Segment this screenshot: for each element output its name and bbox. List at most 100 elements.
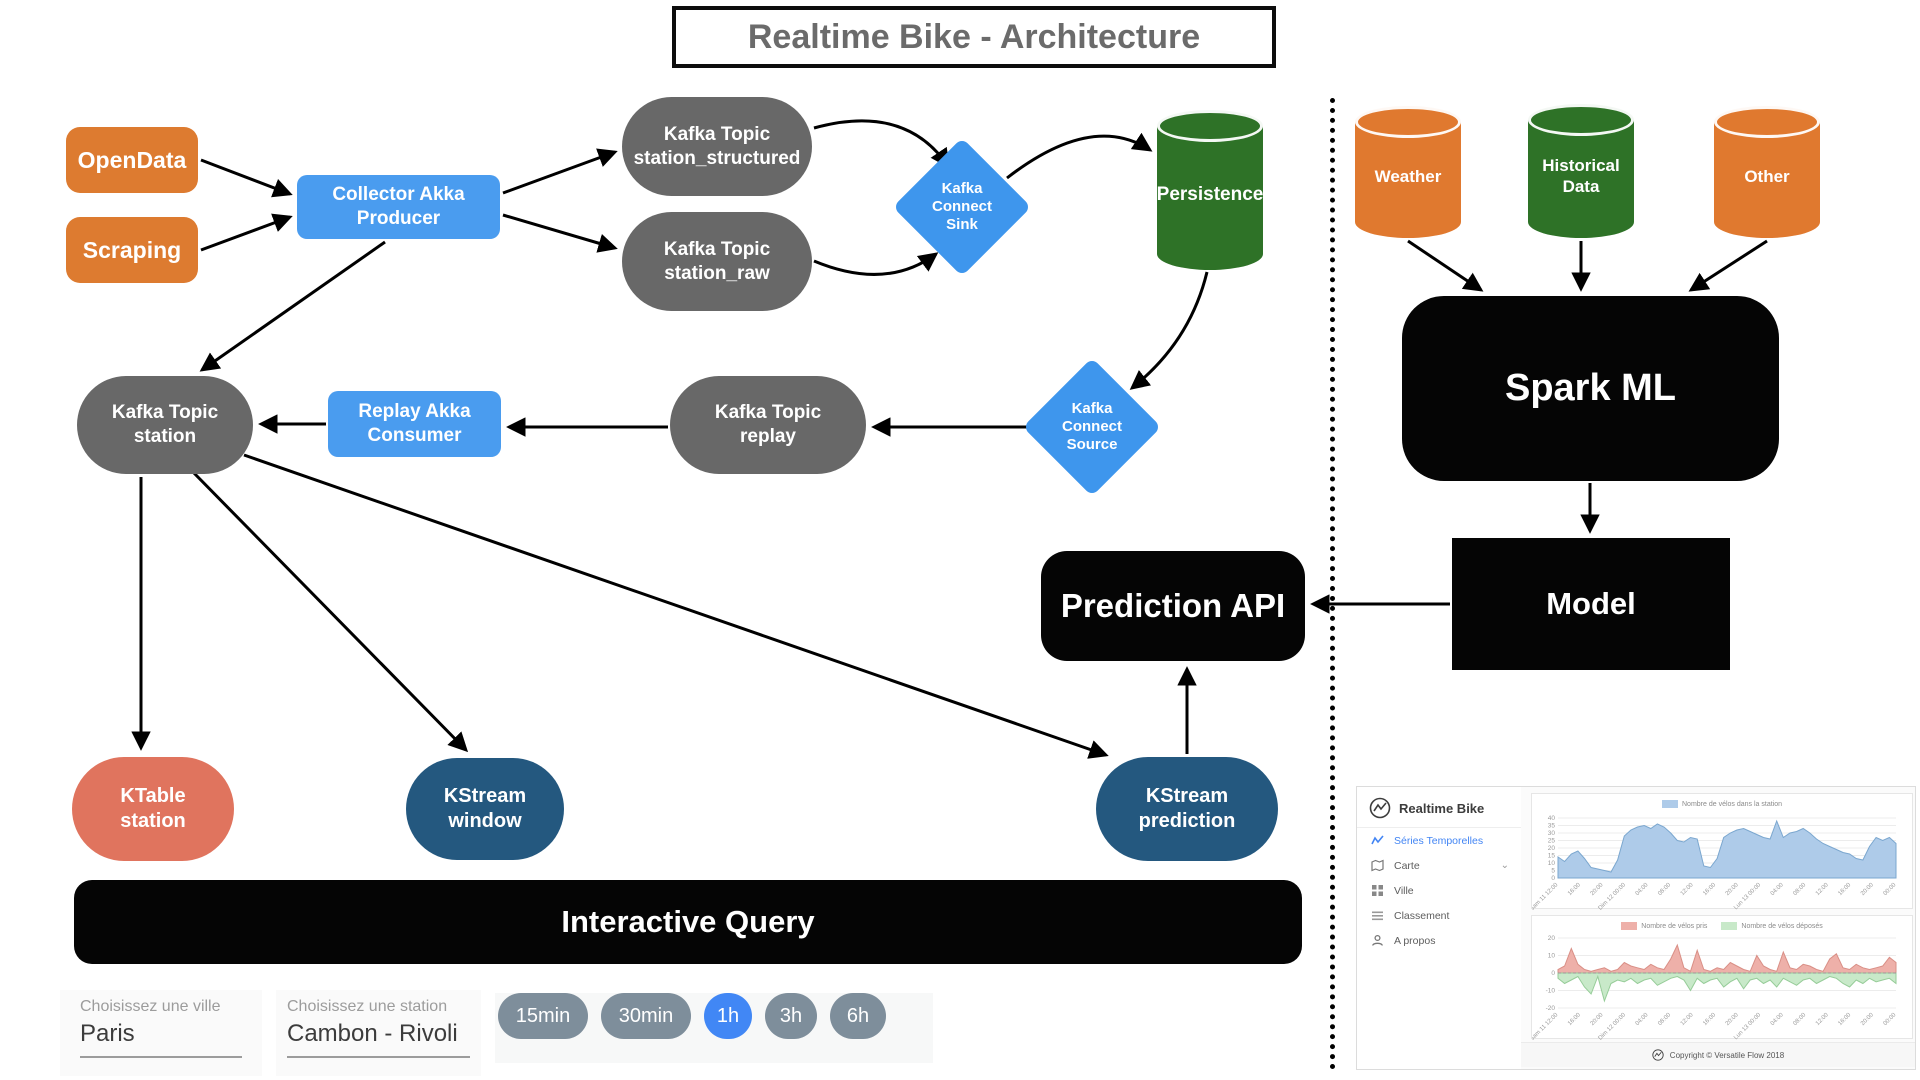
- svg-text:16:00: 16:00: [1702, 882, 1717, 897]
- svg-text:20:00: 20:00: [1860, 882, 1875, 897]
- duration-button-1h[interactable]: 1h: [704, 993, 752, 1039]
- legend-swatch-red: [1621, 922, 1638, 930]
- duration-button-3h[interactable]: 3h: [765, 993, 817, 1039]
- svg-text:15: 15: [1548, 853, 1556, 860]
- node-replay-akka-consumer: Replay Akka Consumer: [328, 391, 501, 457]
- node-weather: Weather: [1355, 106, 1461, 238]
- station-select-value[interactable]: Cambon - Rivoli: [287, 1020, 458, 1047]
- app-logo-icon: [1652, 1049, 1664, 1061]
- svg-text:5: 5: [1551, 868, 1555, 875]
- svg-text:04:00: 04:00: [1635, 882, 1650, 897]
- svg-text:20: 20: [1548, 845, 1556, 852]
- sidebar-item-ville[interactable]: Ville: [1357, 878, 1521, 903]
- legend-swatch-green: [1721, 922, 1738, 930]
- svg-text:20:00: 20:00: [1860, 1012, 1875, 1027]
- svg-text:30: 30: [1548, 830, 1556, 837]
- app-brand: Realtime Bike: [1357, 787, 1521, 828]
- svg-text:16:00: 16:00: [1837, 1012, 1852, 1027]
- node-interactive-query: Interactive Query: [74, 880, 1302, 964]
- svg-text:04:00: 04:00: [1770, 1012, 1785, 1027]
- node-kafka-topic-station: Kafka Topic station: [77, 376, 253, 474]
- city-select-value[interactable]: Paris: [80, 1020, 135, 1047]
- copyright-text: Copyright © Versatile Flow 2018: [1669, 1050, 1785, 1060]
- svg-text:04:00: 04:00: [1635, 1012, 1650, 1027]
- realtime-bike-app-screenshot: Realtime Bike Séries Temporelles Carte ⌄: [1356, 786, 1916, 1070]
- svg-text:12:00: 12:00: [1680, 882, 1695, 897]
- svg-text:Sam 11 12:00: Sam 11 12:00: [1532, 1012, 1560, 1040]
- city-select-label: Choisissez une ville: [80, 998, 221, 1015]
- svg-text:04:00: 04:00: [1770, 882, 1785, 897]
- node-other: Other: [1714, 106, 1820, 238]
- node-kstream-window: KStream window: [406, 758, 564, 860]
- node-kafka-topic-replay: Kafka Topic replay: [670, 376, 866, 474]
- app-sidebar: Realtime Bike Séries Temporelles Carte ⌄: [1357, 787, 1522, 1069]
- svg-text:08:00: 08:00: [1657, 882, 1672, 897]
- svg-text:-10: -10: [1546, 988, 1556, 995]
- svg-text:25: 25: [1548, 838, 1556, 845]
- grid-icon: [1372, 885, 1383, 896]
- svg-text:12:00: 12:00: [1680, 1012, 1695, 1027]
- node-scraping: Scraping: [66, 217, 198, 283]
- chart-legend: Nombre de vélos dans la station: [1532, 794, 1912, 810]
- list-icon: [1372, 911, 1383, 921]
- svg-text:Sam 11 12:00: Sam 11 12:00: [1532, 882, 1560, 910]
- svg-text:35: 35: [1548, 823, 1556, 830]
- city-select-panel[interactable]: Choisissez une ville Paris: [60, 990, 262, 1076]
- field-underline: [80, 1056, 242, 1058]
- node-prediction-api: Prediction API: [1041, 551, 1305, 661]
- diagram-title-box: Realtime Bike - Architecture: [672, 6, 1276, 68]
- svg-text:20:00: 20:00: [1725, 1012, 1740, 1027]
- duration-button-15min[interactable]: 15min: [498, 993, 588, 1039]
- duration-button-30min[interactable]: 30min: [601, 993, 691, 1039]
- svg-text:0: 0: [1551, 970, 1555, 977]
- svg-text:16:00: 16:00: [1567, 882, 1582, 897]
- node-kafka-connect-sink: Kafka Connect Sink: [892, 137, 1032, 277]
- sidebar-item-classement[interactable]: Classement: [1357, 903, 1521, 928]
- svg-text:12:00: 12:00: [1815, 882, 1830, 897]
- person-icon: [1372, 934, 1383, 946]
- line-chart-icon: [1371, 835, 1384, 845]
- svg-text:00:00: 00:00: [1883, 882, 1898, 897]
- chart-legend: Nombre de vélos pris Nombre de vélos dép…: [1532, 916, 1912, 932]
- svg-text:08:00: 08:00: [1792, 882, 1807, 897]
- svg-text:40: 40: [1548, 815, 1556, 822]
- svg-text:12:00: 12:00: [1815, 1012, 1830, 1027]
- bikes-taken-returned-chart-card: Nombre de vélos pris Nombre de vélos dép…: [1529, 915, 1913, 1043]
- node-model: Model: [1452, 538, 1730, 670]
- page-title: Realtime Bike - Architecture: [747, 17, 1201, 56]
- node-kafka-connect-source: Kafka Connect Source: [1022, 357, 1162, 497]
- svg-text:16:00: 16:00: [1702, 1012, 1717, 1027]
- svg-text:10: 10: [1548, 953, 1556, 960]
- sidebar-item-series-temporelles[interactable]: Séries Temporelles: [1357, 828, 1521, 853]
- svg-text:00:00: 00:00: [1883, 1012, 1898, 1027]
- node-collector-akka-producer: Collector Akka Producer: [297, 175, 500, 239]
- svg-text:20:00: 20:00: [1725, 882, 1740, 897]
- duration-button-6h[interactable]: 6h: [830, 993, 886, 1039]
- svg-text:20: 20: [1548, 935, 1556, 942]
- duration-button-group: 15min 30min 1h 3h 6h: [495, 993, 933, 1063]
- svg-text:08:00: 08:00: [1792, 1012, 1807, 1027]
- station-select-panel[interactable]: Choisissez une station Cambon - Rivoli: [276, 990, 481, 1076]
- sidebar-item-carte[interactable]: Carte ⌄: [1357, 853, 1521, 878]
- app-brand-title: Realtime Bike: [1399, 800, 1485, 816]
- node-spark-ml: Spark ML: [1402, 296, 1779, 481]
- legend-swatch-blue: [1662, 800, 1678, 808]
- node-ktable-station: KTable station: [72, 757, 234, 861]
- node-opendata: OpenData: [66, 127, 198, 193]
- svg-text:16:00: 16:00: [1837, 882, 1852, 897]
- svg-text:20:00: 20:00: [1590, 1012, 1605, 1027]
- app-logo-icon: [1369, 797, 1391, 819]
- chevron-down-icon: ⌄: [1500, 860, 1509, 871]
- svg-text:20:00: 20:00: [1590, 882, 1605, 897]
- station-select-label: Choisissez une station: [287, 998, 448, 1015]
- sidebar-item-a-propos[interactable]: A propos: [1357, 928, 1521, 953]
- node-kstream-prediction: KStream prediction: [1096, 757, 1278, 861]
- node-kafka-topic-station-structured: Kafka Topic station_structured: [622, 97, 812, 196]
- field-underline: [287, 1056, 470, 1058]
- map-icon: [1371, 859, 1384, 872]
- svg-text:16:00: 16:00: [1567, 1012, 1582, 1027]
- node-persistence: Persistence: [1157, 110, 1263, 270]
